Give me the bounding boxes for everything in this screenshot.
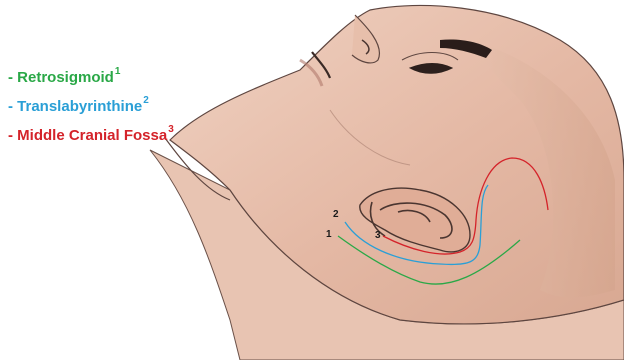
marker-trans-number: 2 — [333, 209, 339, 220]
legend-number-translabyrinthine: 2 — [143, 95, 149, 106]
legend-label-translabyrinthine: - Translabyrinthine — [8, 98, 142, 115]
marker-retro-number: 1 — [326, 229, 332, 240]
legend-item-translabyrinthine: - Translabyrinthine2 — [8, 89, 174, 118]
legend-number-retrosigmoid: 1 — [115, 66, 121, 77]
marker-mcf-number: 3 — [375, 230, 381, 241]
legend-label-middle-cranial-fossa: - Middle Cranial Fossa — [8, 127, 167, 144]
legend-label-retrosigmoid: - Retrosigmoid — [8, 69, 114, 86]
legend-item-middle-cranial-fossa: - Middle Cranial Fossa3 — [8, 118, 174, 147]
legend-number-middle-cranial-fossa: 3 — [168, 124, 174, 135]
legend-item-retrosigmoid: - Retrosigmoid1 — [8, 60, 174, 89]
approach-legend: - Retrosigmoid1 - Translabyrinthine2 - M… — [8, 60, 174, 147]
